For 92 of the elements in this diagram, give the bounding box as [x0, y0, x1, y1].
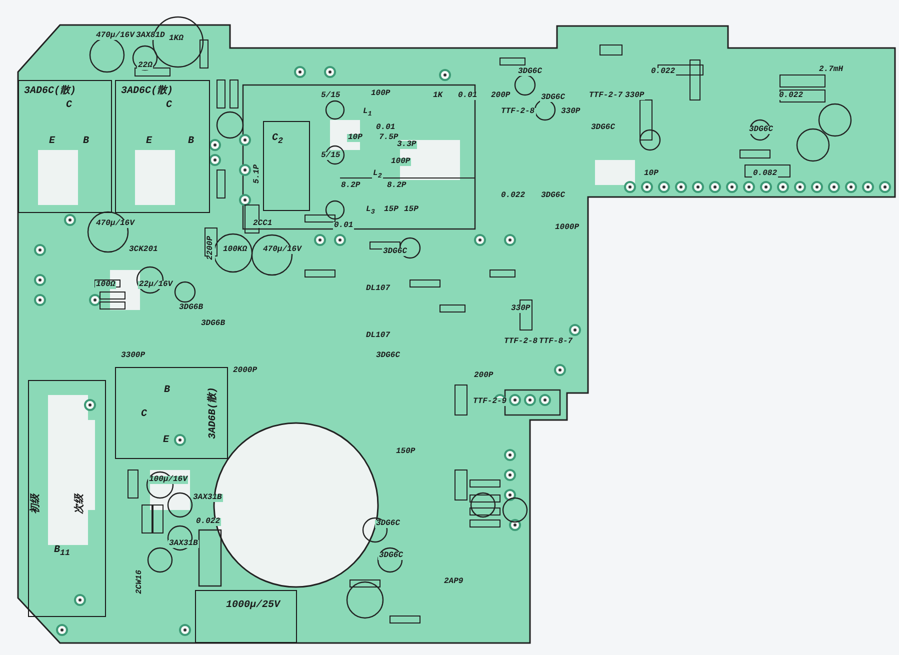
component-value-label: 3DG6C: [590, 124, 616, 132]
part-designator: B$_{11}$: [54, 546, 70, 558]
component-value-label: 1000P: [554, 224, 580, 232]
component-value-label: 0.01: [375, 124, 396, 132]
component-value-label: TTF-2-8: [503, 338, 539, 346]
component-value-label: 3DG6C: [748, 126, 774, 134]
component-value-label: 8.2P: [340, 182, 362, 190]
component-value-label: DL107: [365, 285, 392, 293]
component-value-label: 3300P: [120, 352, 146, 360]
terminal-letter: C: [141, 410, 148, 420]
terminal-letter: B: [164, 386, 170, 396]
component-value-label: 3DG6C: [375, 352, 402, 360]
component-value-label: 3DG6C: [378, 552, 404, 560]
component-value-label: 5/15: [320, 152, 342, 160]
component-value-label: 3DG6C: [517, 68, 544, 76]
winding-label: 次级: [76, 494, 86, 514]
heatsink-outline: [115, 80, 210, 213]
component-value-label: 2000P: [232, 367, 258, 375]
component-value-label: 0.022: [778, 92, 804, 100]
part-value-label: C$_{2}$: [272, 134, 284, 146]
component-value-label: 100KΩ: [222, 246, 248, 254]
component-value-label: L$_{3}$: [365, 206, 376, 216]
component-value-label: 0.022: [195, 518, 222, 526]
part-number-label: 3AD6C(散): [121, 87, 174, 97]
component-value-label: 100P: [390, 158, 412, 166]
component-value-label: L$_{1}$: [362, 108, 373, 118]
component-value-label: 0.022: [500, 192, 526, 200]
component-value-label: 200P: [473, 372, 494, 380]
component-value-label: 3AX31B: [168, 540, 199, 548]
component-value-label: 2CW16: [136, 569, 144, 595]
component-value-label: 1K: [432, 92, 444, 100]
component-value-label: 0.01: [457, 92, 478, 100]
component-value-label: 2CC1: [252, 220, 274, 228]
component-value-label: 15P: [383, 206, 400, 214]
component-value-label: 3DG6C: [540, 94, 566, 102]
component-value-label: 22μ/16V: [138, 281, 174, 289]
component-value-label: L$_{2}$: [372, 170, 383, 180]
component-value-label: 3CK201: [128, 246, 159, 254]
component-value-label: 2AP9: [443, 578, 464, 586]
component-value-label: 3DG6C: [375, 520, 402, 528]
component-value-label: TTF-2-9: [472, 398, 508, 406]
terminal-letter: E: [163, 436, 170, 446]
component-value-label: 100μ/16V: [148, 476, 188, 484]
component-value-label: 3AX81D: [135, 32, 166, 40]
component-value-label: 22Ω: [137, 62, 154, 70]
transformer-outline: [28, 380, 106, 617]
heatsink-outline: [115, 367, 228, 459]
component-value-label: 330P: [560, 108, 582, 116]
terminal-letter: B: [83, 137, 90, 147]
part-number-label: 3AD6B(散): [209, 387, 219, 439]
component-value-label: 0.022: [650, 68, 676, 76]
component-value-label: 0.01: [333, 222, 354, 230]
component-value-label: 200P: [490, 92, 512, 100]
component-value-label: TTF-8-7: [538, 338, 574, 346]
component-value-label: 470μ/16V: [95, 220, 136, 228]
capacitor-outline: [195, 590, 297, 643]
component-value-label: 470μ/16V: [95, 32, 136, 40]
component-value-label: 330P: [510, 305, 532, 313]
component-value-label: 10P: [643, 170, 660, 178]
component-value-label: TTF-2-8: [500, 108, 536, 116]
component-value-label: 1KΩ: [168, 35, 184, 43]
terminal-letter: B: [188, 137, 194, 147]
component-value-label: 3DG6C: [382, 248, 408, 256]
component-value-label: DL107: [365, 332, 392, 340]
component-value-label: 100P: [370, 90, 392, 98]
component-value-label: 7.5P: [378, 134, 400, 142]
component-value-label: 150P: [395, 448, 416, 456]
component-value-label: 2.7mH: [818, 66, 844, 74]
component-value-label: 8.2P: [386, 182, 408, 190]
capacitor-outline: [263, 121, 310, 211]
component-value-label: 3DG6B: [178, 304, 204, 312]
component-value-label: 3.3P: [396, 141, 418, 149]
component-value-label: 10P: [347, 134, 364, 142]
component-value-label: 3DG6B: [200, 320, 226, 328]
component-value-label: 2200P: [207, 235, 215, 261]
component-value-label: 330P: [624, 92, 646, 100]
terminal-letter: C: [166, 101, 172, 111]
component-value-label: 15P: [403, 206, 420, 214]
component-value-label: TTF-2-7: [588, 92, 624, 100]
part-value-label: 1000μ/25V: [226, 601, 280, 611]
heatsink-outline: [18, 80, 112, 213]
terminal-letter: E: [49, 137, 56, 147]
component-value-label: 470μ/16V: [262, 246, 302, 254]
component-value-label: 5/15: [320, 92, 342, 100]
component-value-label: 3DG6C: [540, 192, 566, 200]
terminal-letter: E: [146, 137, 152, 147]
component-value-label: 100Ω: [95, 281, 116, 289]
component-value-label: 0.082: [752, 170, 778, 178]
component-value-label: 5.1P: [254, 163, 262, 185]
component-value-label: 3AX31B: [192, 494, 223, 502]
part-number-label: 3AD6C(散): [24, 87, 76, 97]
terminal-letter: C: [66, 101, 72, 111]
